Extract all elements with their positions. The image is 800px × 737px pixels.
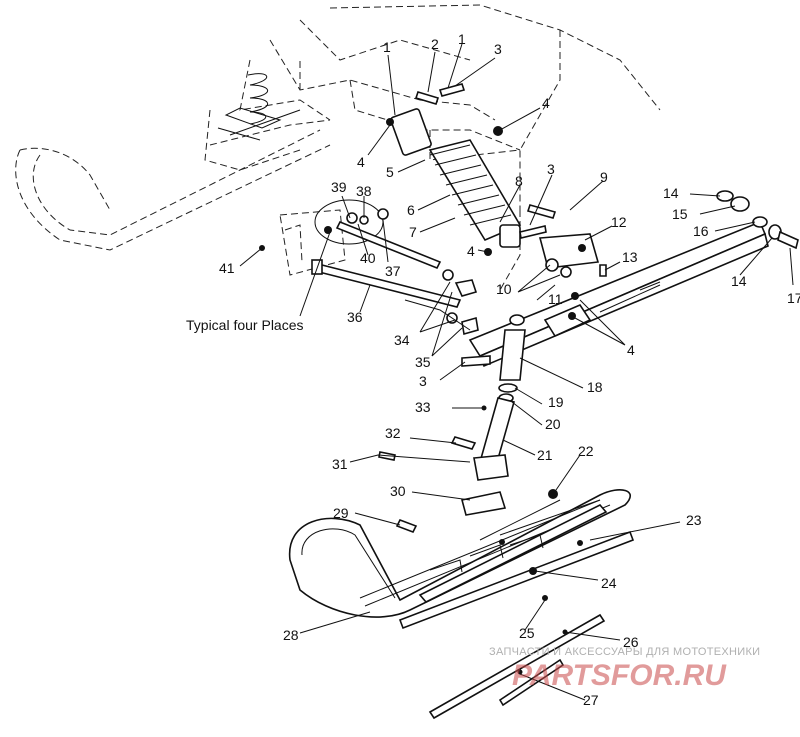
callout-25: 25 (519, 625, 535, 641)
callout-14-top: 14 (663, 185, 679, 201)
watermark: ЗАПЧАСТИ И АКСЕССУАРЫ ДЛЯ МОТОТЕХНИКИ PA… (489, 646, 760, 692)
callout-21: 21 (537, 447, 553, 463)
callout-34: 34 (394, 332, 410, 348)
callout-28: 28 (283, 627, 299, 643)
callout-37: 37 (385, 263, 401, 279)
callout-1: 1 (458, 31, 466, 47)
callout-38: 38 (356, 183, 372, 199)
callout-9: 9 (600, 169, 608, 185)
ski-hardware (378, 436, 558, 534)
callout-13: 13 (622, 249, 638, 265)
callout-20: 20 (545, 416, 561, 432)
callout-29: 29 (333, 505, 349, 521)
callout-24: 24 (601, 575, 617, 591)
callout-27: 27 (583, 692, 599, 708)
callout-33: 33 (415, 399, 431, 415)
callout-41: 41 (219, 260, 235, 276)
callout-2: 2 (431, 36, 439, 52)
carbide-runners (428, 595, 606, 720)
callout-26: 26 (623, 634, 639, 650)
watermark-brand: PARTSFOR.RU (512, 659, 727, 692)
callout-7: 7 (409, 224, 417, 240)
callout-4-mid: 4 (467, 243, 475, 259)
ski (289, 489, 635, 630)
callout-40: 40 (360, 250, 376, 266)
callout-16: 16 (693, 223, 709, 239)
callout-4-lower: 4 (627, 342, 635, 358)
leader-lines (239, 43, 794, 701)
upper-hardware (386, 83, 557, 256)
callout-35: 35 (415, 354, 431, 370)
chassis-outline (15, 4, 661, 291)
callout-18: 18 (587, 379, 603, 395)
rear-spring (217, 73, 301, 141)
callout-3-lower: 3 (419, 373, 427, 389)
callout-5: 5 (386, 164, 394, 180)
callout-12: 12 (611, 214, 627, 230)
callout-39: 39 (331, 179, 347, 195)
callout-1-left: 1 (383, 39, 391, 55)
callout-15: 15 (672, 206, 688, 222)
callout-30: 30 (390, 483, 406, 499)
watermark-tagline: ЗАПЧАСТИ И АКСЕССУАРЫ ДЛЯ МОТОТЕХНИКИ (489, 646, 760, 658)
shock-absorber (390, 108, 522, 248)
callout-22: 22 (578, 443, 594, 459)
callout-31: 31 (332, 456, 348, 472)
callout-6: 6 (407, 202, 415, 218)
callout-10: 10 (496, 281, 512, 297)
callout-23: 23 (686, 512, 702, 528)
callout-36: 36 (347, 309, 363, 325)
callout-3-mid: 3 (547, 161, 555, 177)
callout-14-bottom: 14 (731, 273, 747, 289)
callout-4-upper-left: 4 (357, 154, 365, 170)
callout-4-upper-right: 4 (542, 95, 550, 111)
callouts: 1 2 3 1 4 4 5 6 7 8 3 9 4 12 13 10 11 4 … (186, 31, 800, 708)
callout-8: 8 (515, 173, 523, 189)
spindle (461, 314, 526, 481)
trailing-arm (468, 190, 799, 368)
callout-17: 17 (787, 290, 800, 306)
callout-11: 11 (548, 291, 563, 307)
callout-19: 19 (548, 394, 564, 410)
pivot-bars (259, 199, 479, 336)
callout-32: 32 (385, 425, 401, 441)
callout-3-top: 3 (494, 41, 502, 57)
note-typical-four-places: Typical four Places (186, 317, 304, 333)
